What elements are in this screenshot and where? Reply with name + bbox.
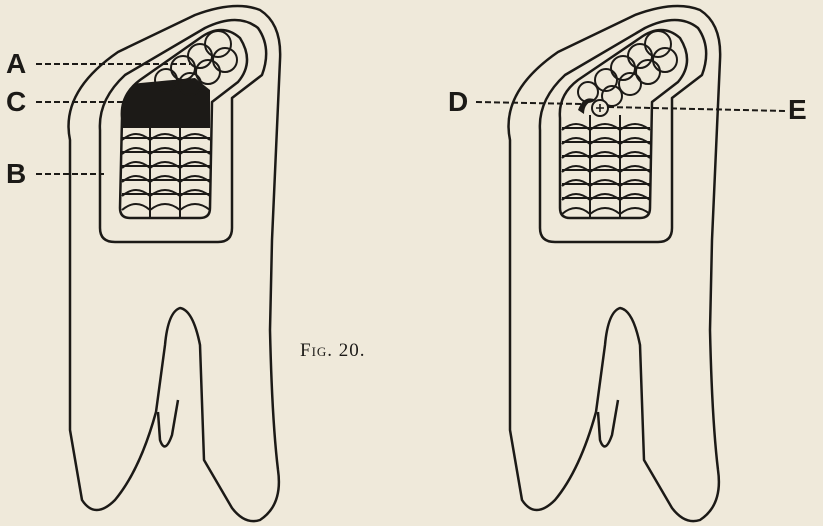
label-b: B	[6, 160, 26, 188]
left-lower-cylinders	[122, 128, 210, 218]
leader-d	[476, 102, 582, 104]
label-d: D	[448, 88, 468, 116]
figure-caption: Fig. 20.	[300, 340, 366, 362]
right-cavity-fill	[562, 31, 677, 218]
label-a: A	[6, 50, 26, 78]
left-cavity-fill	[120, 31, 237, 218]
right-inner-root	[598, 400, 618, 446]
right-tooth-outline	[509, 6, 721, 521]
label-e: E	[788, 96, 807, 124]
right-enamel-margin	[540, 20, 706, 242]
right-lower-cylinders	[562, 115, 650, 218]
leader-e	[608, 107, 786, 111]
left-inner-root	[158, 400, 178, 446]
right-tooth	[509, 6, 721, 521]
label-c: C	[6, 88, 26, 116]
